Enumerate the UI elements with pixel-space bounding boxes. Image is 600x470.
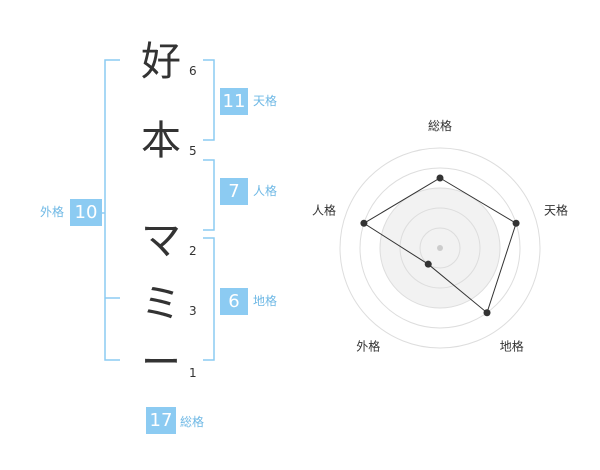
- stroke-count-2: 5: [189, 144, 197, 158]
- jinkaku-bracket: [203, 159, 215, 231]
- gaikaku-label: 外格: [40, 205, 65, 219]
- chikaku-bracket: [203, 237, 215, 361]
- radar-ring: [339, 147, 541, 349]
- radar-point: [360, 219, 368, 227]
- radar-center: [437, 245, 443, 251]
- stroke-count-5: 1: [189, 366, 197, 380]
- radar-ring: [359, 167, 521, 329]
- radar-points: [360, 174, 520, 317]
- tenkaku-bracket: [203, 59, 215, 141]
- radar-axis-label: 外格: [356, 339, 380, 354]
- radar-axis-label: 地格: [500, 339, 524, 354]
- name-char-4: ミ: [141, 281, 181, 327]
- chikaku-value: 6: [220, 288, 248, 315]
- radar-axis-label: 総格: [428, 118, 452, 133]
- radar-ring: [379, 187, 501, 309]
- radar-point: [483, 309, 491, 317]
- jinkaku-label: 人格: [253, 184, 278, 198]
- gaikaku-bracket: [104, 59, 120, 361]
- gaikaku-value: 10: [70, 199, 102, 226]
- name-char-5: ー: [141, 340, 181, 386]
- name-char-3: マ: [141, 218, 181, 264]
- radar-ring: [399, 207, 481, 289]
- radar-axis-label: 天格: [544, 202, 568, 217]
- stroke-count-3: 2: [189, 244, 197, 258]
- chikaku-label: 地格: [253, 294, 278, 308]
- radar-point: [424, 260, 432, 268]
- name-char-2: 本: [141, 118, 181, 164]
- tenkaku-label: 天格: [253, 94, 278, 108]
- radar-axis-label: 人格: [312, 202, 336, 217]
- radar-point: [436, 174, 444, 182]
- radar-point: [512, 219, 520, 227]
- radar-polygon: [362, 177, 517, 314]
- name-char-1: 好: [141, 39, 181, 85]
- stroke-count-4: 3: [189, 304, 197, 318]
- soukaku-label: 総格: [180, 415, 205, 429]
- tenkaku-value: 11: [220, 88, 248, 115]
- jinkaku-value: 7: [220, 178, 248, 205]
- radar-ring: [419, 227, 461, 269]
- stroke-count-1: 6: [189, 64, 197, 78]
- soukaku-value: 17: [146, 407, 176, 434]
